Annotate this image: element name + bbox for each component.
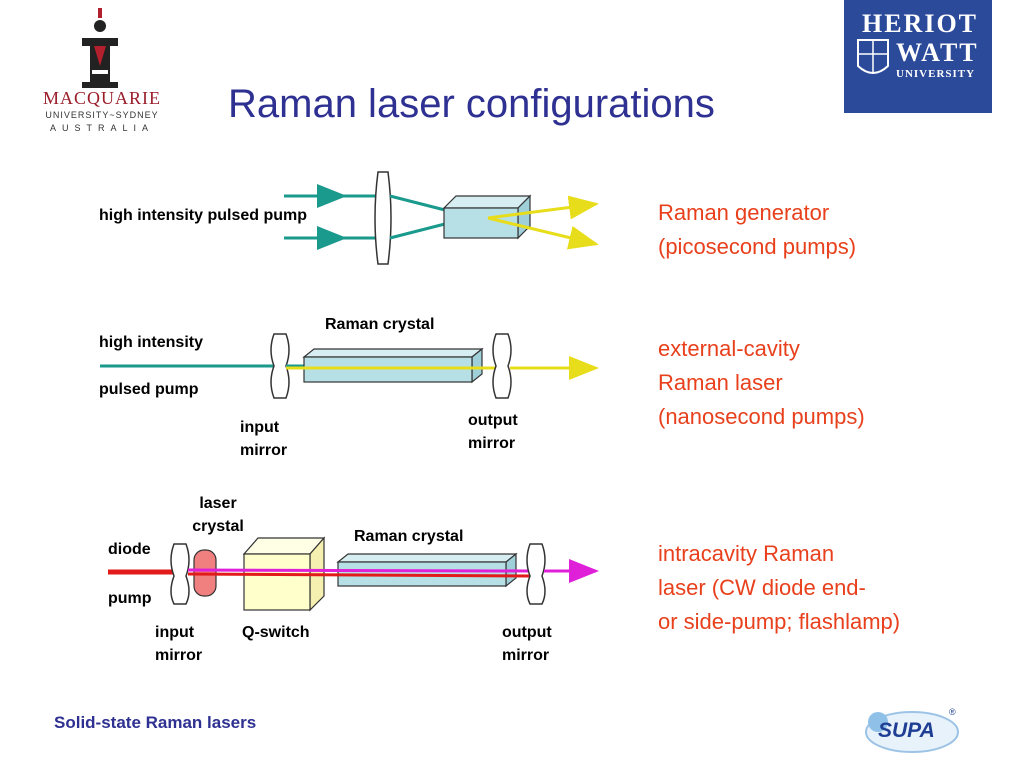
config2-pump-label-2: pulsed pump (99, 381, 199, 398)
heriot-watt-shield-icon (857, 39, 889, 74)
input-mirror-label-1: input (240, 419, 280, 436)
output-mirror-3-label-2: mirror (502, 647, 550, 664)
qswitch-block (242, 536, 326, 612)
config3-diagram (108, 536, 599, 612)
slide-title: Raman laser configurations (228, 82, 715, 126)
config3-output-mirror-label: output mirror (502, 621, 552, 667)
config2-input-mirror-label: input mirror (240, 416, 287, 462)
input-mirror-3-label-1: input (155, 624, 195, 641)
config3-pump-label-1: diode (108, 541, 151, 558)
footer-text: Solid-state Raman lasers (54, 713, 257, 732)
config3-description: intracavity Raman laser (CW diode end- o… (658, 537, 900, 639)
output-mirror-label-1: output (468, 412, 518, 429)
output-mirror-3-label-1: output (502, 624, 552, 641)
config3-laser-crystal-label: laser crystal (189, 492, 247, 538)
config3-desc-line3: or side-pump; flashlamp) (658, 609, 901, 634)
config3-raman-crystal-label: Raman crystal (354, 528, 464, 545)
supa-registered-mark: ® (949, 707, 956, 717)
config2-desc-line3: (nanosecond pumps) (658, 404, 865, 429)
config1-pump-label: high intensity pulsed pump (99, 207, 307, 224)
output-mirror-label-2: mirror (468, 435, 516, 452)
input-mirror-3 (170, 543, 190, 605)
focusing-lens (374, 171, 392, 265)
heriot-watt-line2: WATT (896, 38, 979, 67)
macquarie-sub: UNIVERSITY~SYDNEY (45, 110, 159, 120)
input-mirror-3-label-2: mirror (155, 647, 203, 664)
config2-diagram (100, 333, 599, 399)
output-mirror (492, 333, 512, 399)
raman-generator-crystal (442, 194, 532, 240)
output-mirror-3 (526, 543, 546, 605)
supa-logo-icon (865, 711, 959, 753)
config1-diagram (284, 171, 599, 265)
config1-desc-line2: (picosecond pumps) (658, 234, 857, 259)
macquarie-crest-icon (82, 8, 118, 88)
laser-crystal-label-1: laser (199, 495, 237, 512)
config2-desc-line1: external-cavity (658, 336, 800, 361)
config3-desc-line2: laser (CW diode end- (658, 575, 866, 600)
config2-description: external-cavity Raman laser (nanosecond … (658, 332, 865, 434)
config2-output-mirror-label: output mirror (468, 409, 518, 455)
input-mirror (270, 333, 290, 399)
supa-logo-text: SUPA (878, 719, 935, 742)
macquarie-country: AUSTRALIA (49, 123, 154, 133)
config3-desc-line1: intracavity Raman (658, 541, 835, 566)
input-mirror-label-2: mirror (240, 442, 288, 459)
raman-crystal-2 (302, 347, 484, 384)
heriot-watt-logo (844, 0, 992, 113)
laser-crystal-label-2: crystal (192, 518, 244, 535)
heriot-watt-line3: UNIVERSITY (896, 68, 976, 80)
config3-input-mirror-label: input mirror (155, 621, 202, 667)
config2-desc-line2: Raman laser (658, 370, 783, 395)
config2-pump-label-1: high intensity (99, 334, 203, 351)
config3-pump-label-2: pump (108, 590, 152, 607)
config3-qswitch-label: Q-switch (242, 624, 310, 641)
config2-crystal-label: Raman crystal (325, 316, 435, 333)
heriot-watt-line1: HERIOT (861, 9, 979, 38)
macquarie-name: MACQUARIE (42, 88, 161, 108)
config1-desc-line1: Raman generator (658, 200, 830, 225)
config1-description: Raman generator (picosecond pumps) (658, 196, 856, 264)
